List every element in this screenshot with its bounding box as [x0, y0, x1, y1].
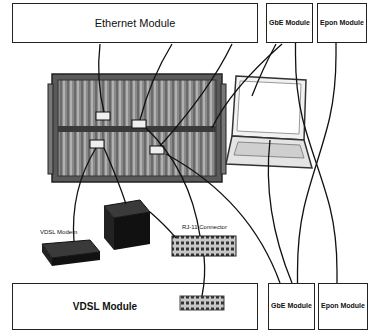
epon-module: Epon Module: [317, 3, 367, 43]
module-link: [298, 43, 337, 283]
vdsl-modem: [42, 240, 100, 266]
epon-module: Epon Module: [318, 283, 368, 330]
module-label: Epon Module: [321, 302, 365, 310]
module-label: GbE Module: [269, 19, 310, 27]
module-label: Epon Module: [320, 19, 364, 27]
cables: [73, 44, 292, 296]
vdsl-port-block: [180, 296, 224, 310]
rack-chassis: [48, 74, 226, 182]
gbe-module: GbE Module: [268, 283, 315, 330]
module-label: VDSL Module: [73, 301, 137, 313]
module-label: Ethernet Module: [95, 17, 176, 30]
connector-label: RJ-11 Connector: [182, 224, 227, 230]
vdsl-module: VDSL Module: [12, 283, 258, 330]
gbe-module: GbE Module: [266, 3, 313, 43]
modem-label: VDSL Modem: [40, 229, 77, 235]
ethernet-module: Ethernet Module: [12, 3, 258, 43]
rj11-strip: [172, 236, 236, 256]
module-label: GbE Module: [271, 302, 312, 310]
modem-box: [104, 200, 150, 250]
module-link: [296, 43, 338, 283]
